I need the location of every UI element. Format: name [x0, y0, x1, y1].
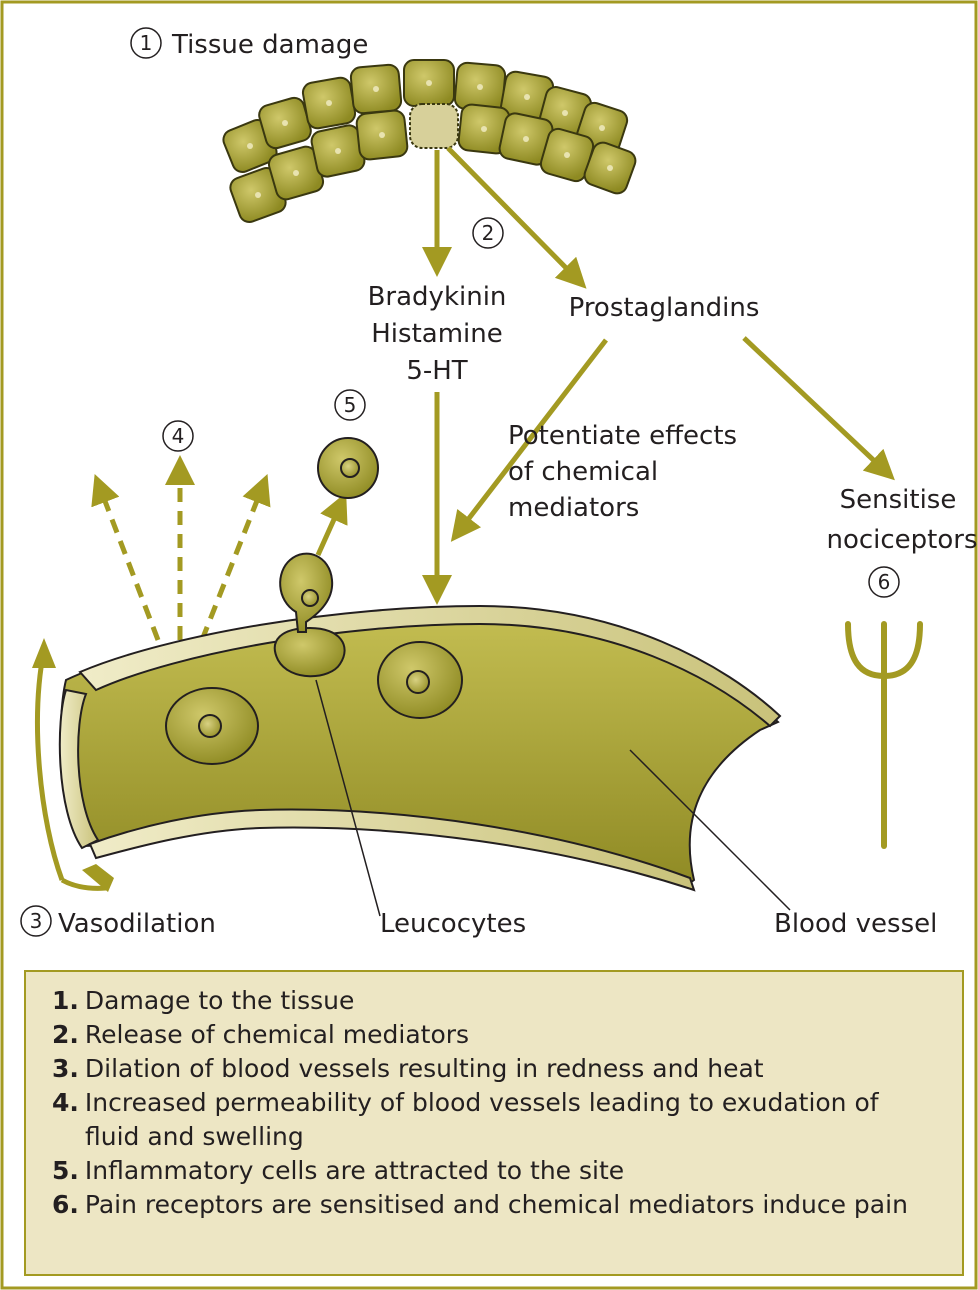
- step-2-number: 2: [482, 221, 495, 245]
- vasodilation-arrow: [38, 650, 62, 880]
- tissue-damage-label: Tissue damage: [171, 30, 368, 60]
- flow-arrows: [318, 148, 884, 590]
- legend-item-text: Dilation of blood vessels resulting in r…: [85, 1054, 764, 1083]
- tissue-cells: [220, 60, 638, 225]
- arrow-sensitise: [744, 338, 884, 470]
- damaged-cell: [410, 104, 458, 148]
- prostaglandins-label: Prostaglandins: [569, 293, 760, 323]
- legend-item: 5.Inflammatory cells are attracted to th…: [52, 1154, 908, 1188]
- legend-item-number: 6.: [52, 1190, 79, 1219]
- legend-box: 1.Damage to the tissue 2.Release of chem…: [24, 970, 964, 1276]
- legend-item-number: 3.: [52, 1054, 79, 1083]
- legend-item-text: Increased permeability of blood vessels …: [85, 1088, 879, 1151]
- legend-item: 4.Increased permeability of blood vessel…: [52, 1086, 895, 1154]
- mediator-5ht: 5-HT: [406, 356, 467, 386]
- legend-list: 1.Damage to the tissue 2.Release of chem…: [52, 984, 908, 1222]
- legend-item: 6.Pain receptors are sensitised and chem…: [52, 1188, 908, 1222]
- mediator-histamine: Histamine: [371, 319, 502, 349]
- blood-vessel-label: Blood vessel: [774, 909, 937, 939]
- step-1-number: 1: [140, 31, 153, 55]
- legend-item-text: Release of chemical mediators: [85, 1020, 469, 1049]
- step-5-number: 5: [344, 393, 357, 417]
- legend-item-number: 5.: [52, 1156, 79, 1185]
- sensitise-label-line1: Sensitise: [840, 485, 957, 515]
- potentiate-label-line1: Potentiate effects: [508, 421, 737, 451]
- potentiate-label-line3: mediators: [508, 493, 639, 523]
- legend-item-text: Pain receptors are sensitised and chemic…: [85, 1190, 908, 1219]
- sensitise-label-line2: nociceptors: [826, 525, 977, 555]
- mediator-bradykinin: Bradykinin: [368, 282, 507, 312]
- arrow-leucocyte-out: [318, 506, 340, 555]
- step-6-number: 6: [878, 570, 891, 594]
- permeability-arrows: [100, 470, 262, 640]
- legend-item-number: 2.: [52, 1020, 79, 1049]
- legend-item: 2.Release of chemical mediators: [52, 1018, 908, 1052]
- legend-item: 1.Damage to the tissue: [52, 984, 908, 1018]
- leucocytes-label: Leucocytes: [380, 909, 526, 939]
- legend-item: 3.Dilation of blood vessels resulting in…: [52, 1052, 908, 1086]
- step-3-number: 3: [30, 909, 43, 933]
- potentiate-label-line2: of chemical: [508, 457, 658, 487]
- nociceptor-icon: [848, 624, 920, 846]
- vasodilation-label: Vasodilation: [58, 909, 216, 939]
- legend-item-text: Inflammatory cells are attracted to the …: [85, 1156, 624, 1185]
- blood-vessel: [60, 554, 780, 890]
- legend-item-number: 1.: [52, 986, 79, 1015]
- legend-item-number: 4.: [52, 1088, 79, 1117]
- legend-item-text: Damage to the tissue: [85, 986, 354, 1015]
- leucocyte-free: [318, 438, 378, 498]
- step-4-number: 4: [172, 424, 185, 448]
